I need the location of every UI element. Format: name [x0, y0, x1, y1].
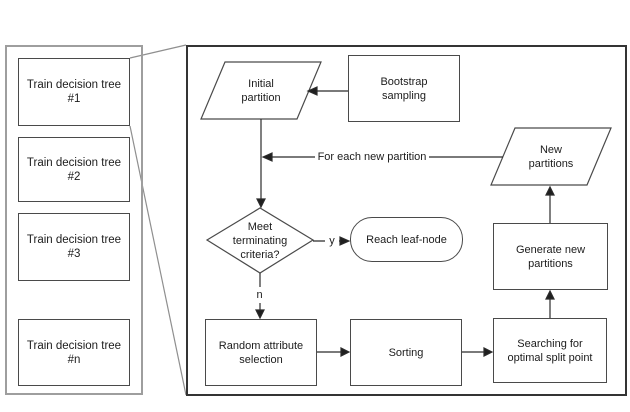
arrowhead-random-to-sorting — [340, 347, 351, 357]
node-random-attribute-selection: Random attribute selection — [205, 319, 317, 386]
initial-partition-shape — [200, 61, 322, 120]
arrowhead-yes-branch — [339, 236, 351, 246]
arrowhead-searching-to-generate — [545, 289, 555, 300]
edge-label-for-each-new-partition: For each new partition — [315, 150, 429, 164]
edge-label-no: n — [252, 287, 267, 303]
arrowhead-sorting-to-searching — [483, 347, 494, 357]
node-sorting: Sorting — [350, 319, 462, 386]
node-initial-partition: Initial partition — [241, 77, 281, 104]
decision-diamond-shape — [205, 207, 315, 274]
node-train-tree-2: Train decision tree #2 — [18, 137, 130, 202]
arrowhead-initial-to-decision — [256, 198, 266, 209]
node-searching-optimal-split-point: Searching for optimal split point — [493, 318, 607, 383]
new-partitions-shape — [490, 127, 612, 186]
arrowhead-no-branch — [255, 309, 265, 320]
arrowhead-generate-to-newpartitions — [545, 185, 555, 196]
zoom-guide-line-bottom — [129, 125, 187, 396]
flowchart-panel — [186, 45, 627, 396]
node-decision-meet-terminating-criteria: Meet terminating criteria? — [232, 220, 288, 261]
node-generate-new-partitions: Generate new partitions — [493, 223, 608, 290]
node-train-tree-n: Train decision tree #n — [18, 319, 130, 386]
arrowhead-bootstrap-to-initial — [306, 86, 318, 96]
node-train-tree-3: Train decision tree #3 — [18, 213, 130, 281]
node-train-tree-1: Train decision tree #1 — [18, 58, 130, 126]
node-bootstrap-sampling: Bootstrap sampling — [348, 55, 460, 122]
zoom-guide-line-top — [129, 44, 187, 59]
arrowhead-feedback-line — [261, 152, 273, 162]
node-new-partitions: New partitions — [528, 143, 574, 170]
tree-list-panel — [5, 45, 143, 395]
node-reach-leaf-node: Reach leaf-node — [350, 217, 463, 262]
edge-label-yes: y — [325, 233, 339, 249]
